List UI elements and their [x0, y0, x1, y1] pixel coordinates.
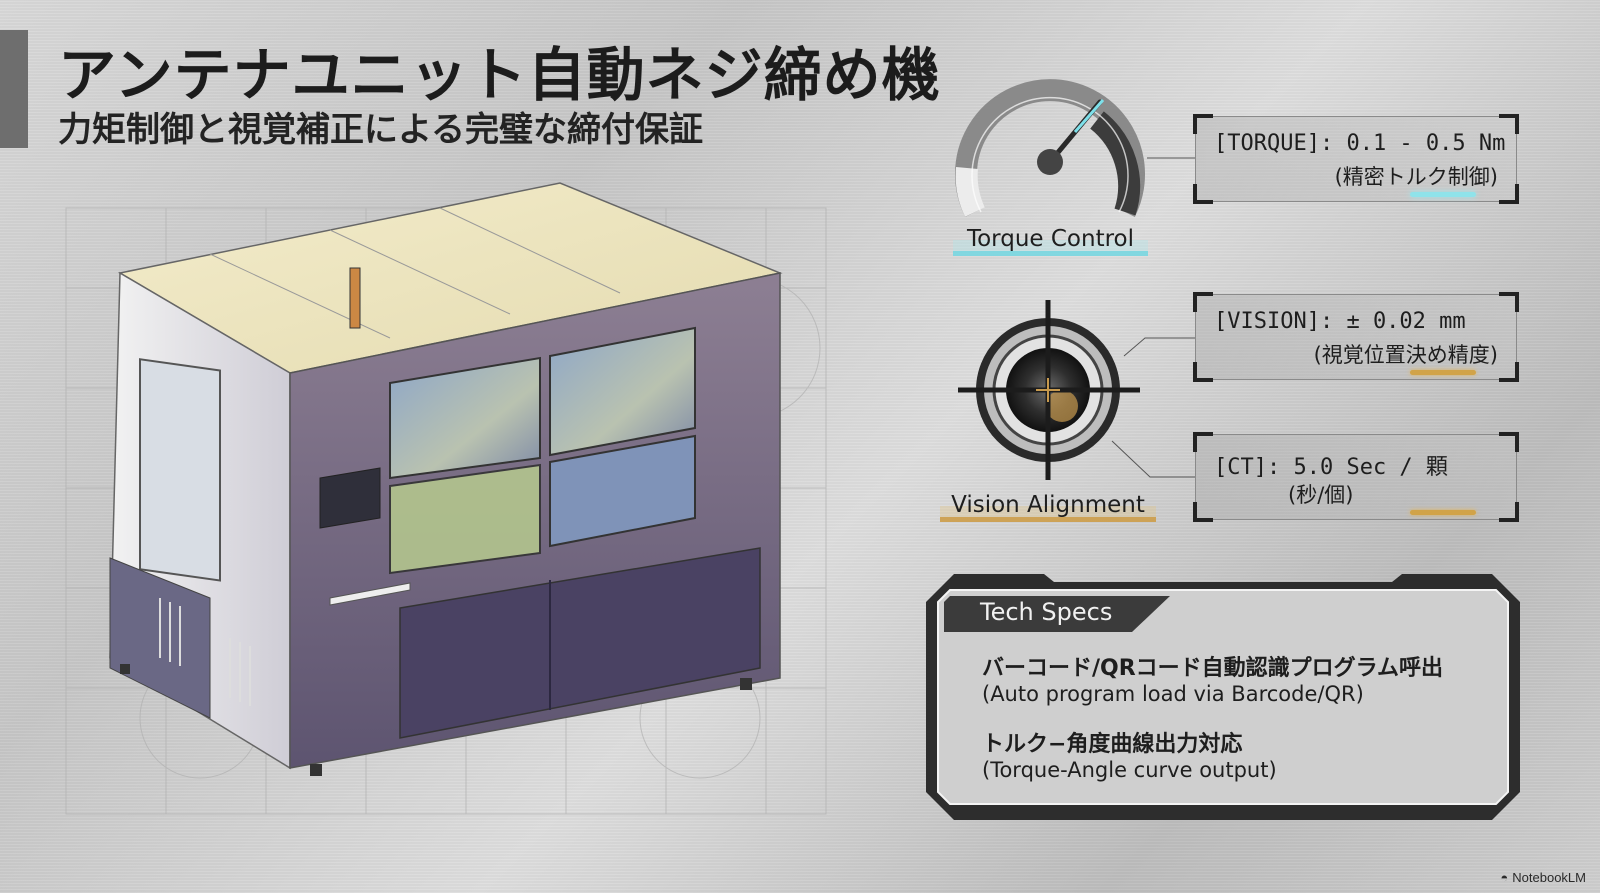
- tech-spec-1-en: (Auto program load via Barcode/QR): [982, 682, 1364, 706]
- vision-spec-box: [VISION]: ± 0.02 mm (視覚位置決め精度): [1193, 292, 1519, 382]
- ct-spec-note: (秒/個): [1288, 483, 1354, 507]
- ct-spec-box: [CT]: 5.0 Sec / 顆 (秒/個): [1193, 432, 1519, 522]
- tech-specs-panel: [926, 574, 1520, 820]
- brand-label: NotebookLM: [1512, 870, 1586, 885]
- torque-spec-value: [TORQUE]: 0.1 - 0.5 Nm: [1214, 131, 1506, 156]
- brand-watermark: ◓NotebookLM: [1500, 870, 1586, 885]
- gauge-icon: [955, 79, 1145, 217]
- vision-alignment-label: Vision Alignment: [940, 492, 1156, 522]
- tech-spec-2-jp: トルク−角度曲線出力対応: [982, 732, 1243, 757]
- ct-spec-value: [CT]: 5.0 Sec / 顆: [1214, 455, 1448, 480]
- tech-specs-title: Tech Specs: [980, 598, 1113, 626]
- crosshair-icon: [958, 300, 1140, 480]
- vision-spec-value: [VISION]: ± 0.02 mm: [1214, 309, 1466, 334]
- title-accent-bar: [0, 30, 28, 148]
- torque-spec-note: (精密トルク制御): [1334, 165, 1498, 189]
- vision-spec-note: (視覚位置決め精度): [1313, 343, 1498, 367]
- machine-illustration: [65, 182, 827, 815]
- page-title: アンテナユニット自動ネジ締め機: [58, 41, 941, 109]
- ct-accent-glow: [1410, 510, 1476, 515]
- torque-accent-glow: [1410, 192, 1476, 197]
- tech-spec-1-jp: バーコード/QRコード自動認識プログラム呼出: [982, 656, 1444, 681]
- torque-control-label: Torque Control: [953, 226, 1148, 256]
- tech-spec-2-en: (Torque-Angle curve output): [982, 758, 1277, 782]
- torque-spec-box: [TORQUE]: 0.1 - 0.5 Nm (精密トルク制御): [1193, 114, 1519, 204]
- notebooklm-icon: ◓: [1500, 870, 1509, 885]
- page-subtitle: 力矩制御と視覚補正による完璧な締付保証: [58, 110, 703, 150]
- vision-accent-glow: [1410, 370, 1476, 375]
